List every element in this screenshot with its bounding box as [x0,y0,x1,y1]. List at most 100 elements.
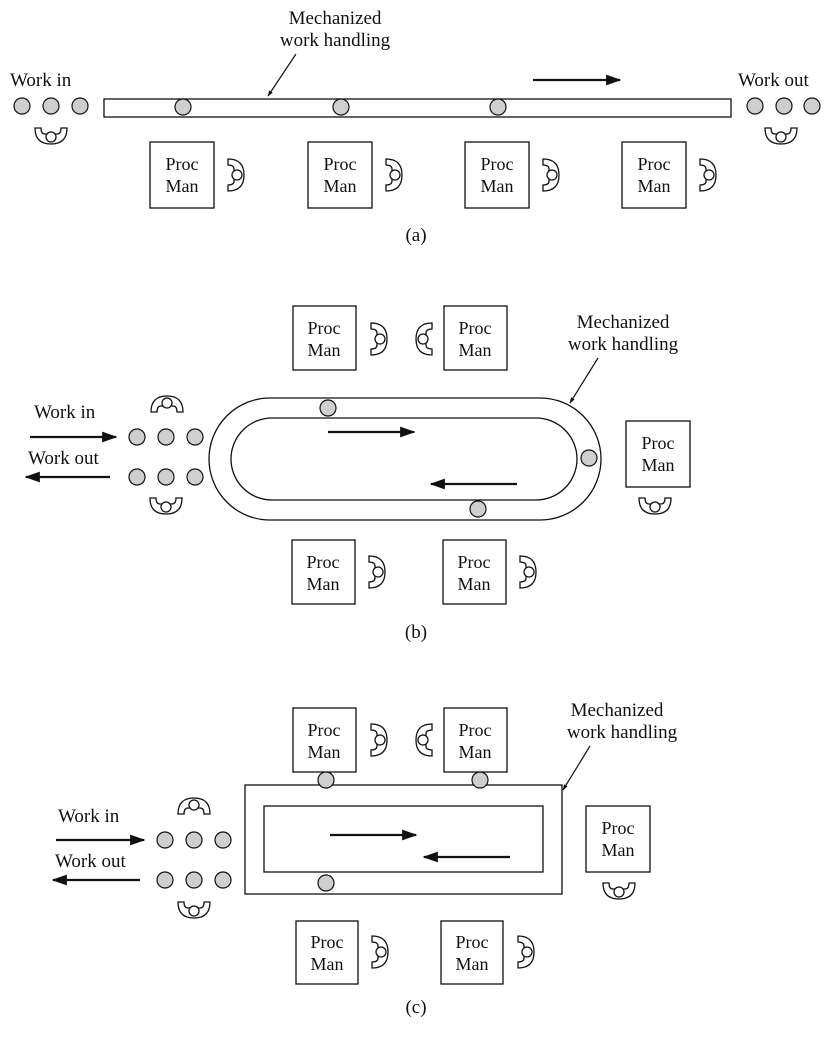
station-box [464,141,530,209]
workpart-icon [186,428,204,446]
workpart-icon [185,871,203,889]
station-bottom-right: Proc Man [440,920,535,985]
workpart-icon [157,468,175,486]
conveyor-label-line2: work handling [567,722,678,743]
station-proc-label: Proc [459,720,492,740]
worker-icon [699,158,717,192]
rect-conveyor-outer [244,784,563,895]
worker-icon [370,723,388,757]
workpart-icon [469,500,487,518]
diagram-b: Proc Man Proc Man Mechanized work handli… [24,305,691,643]
worker-icon [415,723,433,757]
workpart-icon [489,98,507,116]
station-4: Proc Man [621,141,717,209]
station-man-label: Man [308,742,341,762]
worker-icon [227,158,245,192]
conveyor-label-line2: work handling [280,30,391,51]
station-bottom-left: Proc Man [295,920,389,985]
station-bottom-right: Proc Man [442,539,537,605]
station-proc-label: Proc [602,818,635,838]
station-man-label: Man [307,574,340,594]
caption-b: (b) [405,622,427,643]
workpart-icon [156,831,174,849]
station-box [442,539,507,605]
station-man-label: Man [166,176,199,196]
station-box [443,707,508,773]
workpart-icon [471,771,489,789]
work-out-label: Work out [738,70,809,91]
workpart-icon [156,871,174,889]
leader-arrow-icon [562,745,591,791]
work-in-label: Work in [58,806,120,827]
station-box [292,305,357,371]
station-3: Proc Man [464,141,560,209]
oval-conveyor-outer [208,397,602,521]
station-box [291,539,356,605]
conveyor-belt [103,98,732,118]
workpart-icon [128,428,146,446]
conveyor-label-line1: Mechanized [571,700,664,721]
leader-arrow-icon [267,53,297,97]
station-proc-label: Proc [166,154,199,174]
work-out-label: Work out [55,851,126,872]
workpart-icon [174,98,192,116]
station-proc-label: Proc [459,318,492,338]
worker-icon [519,555,537,589]
station-2: Proc Man [307,141,403,209]
station-man-label: Man [642,455,675,475]
worker-icon [370,322,388,356]
workpart-icon [803,97,821,115]
station-box [585,805,651,873]
station-box [149,141,215,209]
workpart-icon [580,449,598,467]
worker-icon [602,882,636,900]
station-right: Proc Man [585,805,651,900]
worker-icon [638,497,672,515]
workpart-icon [128,468,146,486]
workpart-icon [186,468,204,486]
worker-icon [368,555,386,589]
workpart-icon [317,771,335,789]
station-top-left: Proc Man [292,707,388,773]
work-in-label: Work in [10,70,72,91]
worker-icon [149,497,183,515]
conveyor-label-line1: Mechanized [577,312,670,333]
station-man-label: Man [459,742,492,762]
station-proc-label: Proc [311,932,344,952]
station-box [295,920,359,985]
worker-icon [542,158,560,192]
station-1: Proc Man [149,141,245,209]
workpart-icon [775,97,793,115]
station-man-label: Man [456,954,489,974]
worker-icon [764,127,798,145]
station-bottom-left: Proc Man [291,539,386,605]
caption-a: (a) [405,225,426,246]
station-box [443,305,508,371]
station-man-label: Man [311,954,344,974]
worker-icon [177,901,211,919]
station-right: Proc Man [625,420,691,515]
oval-conveyor-inner [230,417,578,501]
station-proc-label: Proc [481,154,514,174]
station-proc-label: Proc [458,552,491,572]
station-proc-label: Proc [456,932,489,952]
workpart-icon [42,97,60,115]
worker-icon [150,395,184,413]
station-man-label: Man [638,176,671,196]
workpart-icon [332,98,350,116]
leader-arrow-icon [569,357,599,404]
workpart-icon [13,97,31,115]
rect-conveyor-inner [263,805,544,873]
workpart-icon [214,871,232,889]
station-proc-label: Proc [324,154,357,174]
station-box [625,420,691,488]
workpart-icon [71,97,89,115]
diagram-a: Mechanized work handling Work in Work ou… [10,8,821,246]
station-proc-label: Proc [642,433,675,453]
station-top-right: Proc Man [415,305,508,371]
work-out-label: Work out [28,448,99,469]
worker-icon [177,797,211,815]
station-man-label: Man [459,340,492,360]
station-box [292,707,357,773]
